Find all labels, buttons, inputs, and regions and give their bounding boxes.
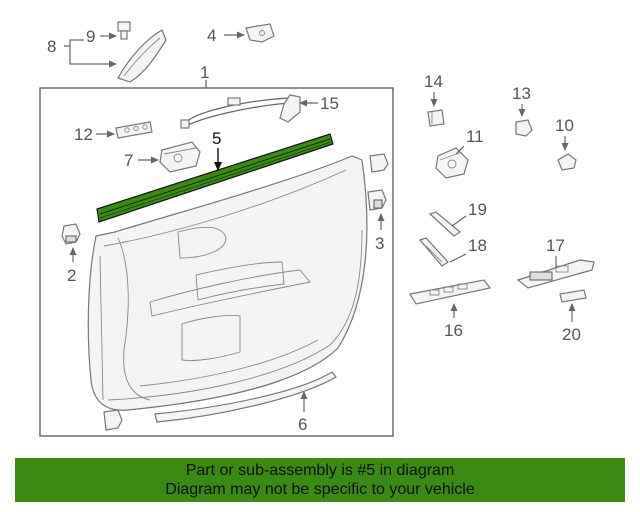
part-clip-lower: [103, 409, 123, 431]
part-16-switch-panel[interactable]: [409, 279, 492, 305]
callout-18-leader: [449, 253, 467, 263]
callout-9: 9: [86, 27, 95, 46]
callout-13: 13: [512, 84, 531, 103]
part-9-clip[interactable]: [117, 21, 131, 40]
part-20-cover[interactable]: [559, 289, 587, 303]
part-4-bracket[interactable]: [245, 23, 275, 43]
callout-6: 6: [298, 415, 307, 434]
callout-17: 17: [546, 236, 565, 255]
part-12-switch-base[interactable]: [115, 121, 153, 139]
door-trim-panel: [87, 155, 368, 411]
part-6-lower-moulding[interactable]: [154, 371, 337, 423]
callout-18: 18: [468, 236, 487, 255]
callout-20: 20: [562, 325, 581, 344]
callout-16: 16: [444, 321, 463, 340]
callout-1: 1: [200, 63, 209, 82]
callout-11-leader: [455, 145, 465, 155]
callout-11: 11: [466, 127, 484, 146]
banner-line-disclaimer: Diagram may not be specific to your vehi…: [165, 481, 475, 498]
callout-3: 3: [375, 234, 384, 253]
part-8-cover-panel[interactable]: [117, 29, 167, 83]
callout-15: 15: [320, 94, 339, 113]
callout-4: 4: [207, 26, 216, 45]
part-7-inside-handle[interactable]: [159, 141, 201, 173]
callout-12: 12: [74, 125, 93, 144]
part-2-clip[interactable]: [61, 223, 81, 245]
callout-8-bracket: [64, 39, 116, 64]
callout-10: 10: [555, 116, 574, 135]
part-11-lock[interactable]: [435, 147, 469, 179]
part-10-knob[interactable]: [557, 153, 577, 171]
callout-7: 7: [124, 151, 133, 170]
callout-19-leader: [451, 215, 467, 227]
part-17-switch-assembly[interactable]: [516, 259, 595, 289]
callout-2: 2: [67, 266, 76, 285]
part-15-wire-harness[interactable]: [180, 94, 301, 129]
part-18-trim-strip[interactable]: [418, 237, 449, 267]
part-13-knob[interactable]: [515, 119, 533, 137]
part-14-cover[interactable]: [427, 109, 445, 127]
parts-diagram: 1 2 3 4 5 6 7 8 9 10 11 12 13 14 15 16 1…: [39, 21, 595, 437]
info-banner: Part or sub-assembly is #5 in diagram Di…: [15, 458, 625, 502]
assembly-frame: [39, 87, 394, 437]
callout-14: 14: [424, 72, 443, 91]
callout-19: 19: [468, 200, 487, 219]
callout-8: 8: [47, 37, 56, 56]
part-3-clip[interactable]: [367, 153, 389, 211]
part-19-trim-strip[interactable]: [428, 211, 462, 237]
part-5-weatherstrip-highlighted[interactable]: [96, 133, 334, 223]
callout-5: 5: [212, 129, 221, 148]
banner-line-part-number: Part or sub-assembly is #5 in diagram: [185, 462, 455, 479]
